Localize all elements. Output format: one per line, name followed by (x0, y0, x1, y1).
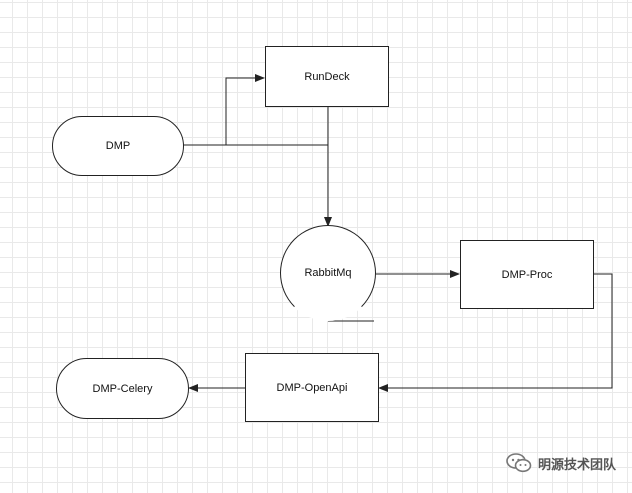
node-rundeck-label: RunDeck (304, 70, 350, 83)
node-rundeck[interactable]: RunDeck (265, 46, 389, 107)
node-dmp-openapi-label: DMP-OpenApi (276, 381, 348, 394)
node-dmp-celery[interactable]: DMP-Celery (56, 358, 189, 419)
node-dmp-label: DMP (105, 140, 131, 152)
watermark: 明源技术团队 (506, 453, 616, 473)
node-dmp-proc[interactable]: DMP-Proc (460, 240, 594, 309)
node-dmp-proc-label: DMP-Proc (501, 268, 553, 281)
node-rabbitmq-label: RabbitMq (304, 267, 352, 279)
edge-dmp-to-rundeck (183, 74, 265, 146)
node-dmp-celery-label: DMP-Celery (92, 382, 153, 395)
edge-dmp-proc-to-dmp-openapi (378, 273, 613, 392)
node-dmp[interactable]: DMP (52, 116, 184, 176)
node-dmp-openapi[interactable]: DMP-OpenApi (245, 353, 379, 422)
node-rabbitmq[interactable]: RabbitMq (280, 225, 376, 321)
watermark-text: 明源技术团队 (537, 457, 616, 473)
wechat-icon (506, 453, 532, 473)
